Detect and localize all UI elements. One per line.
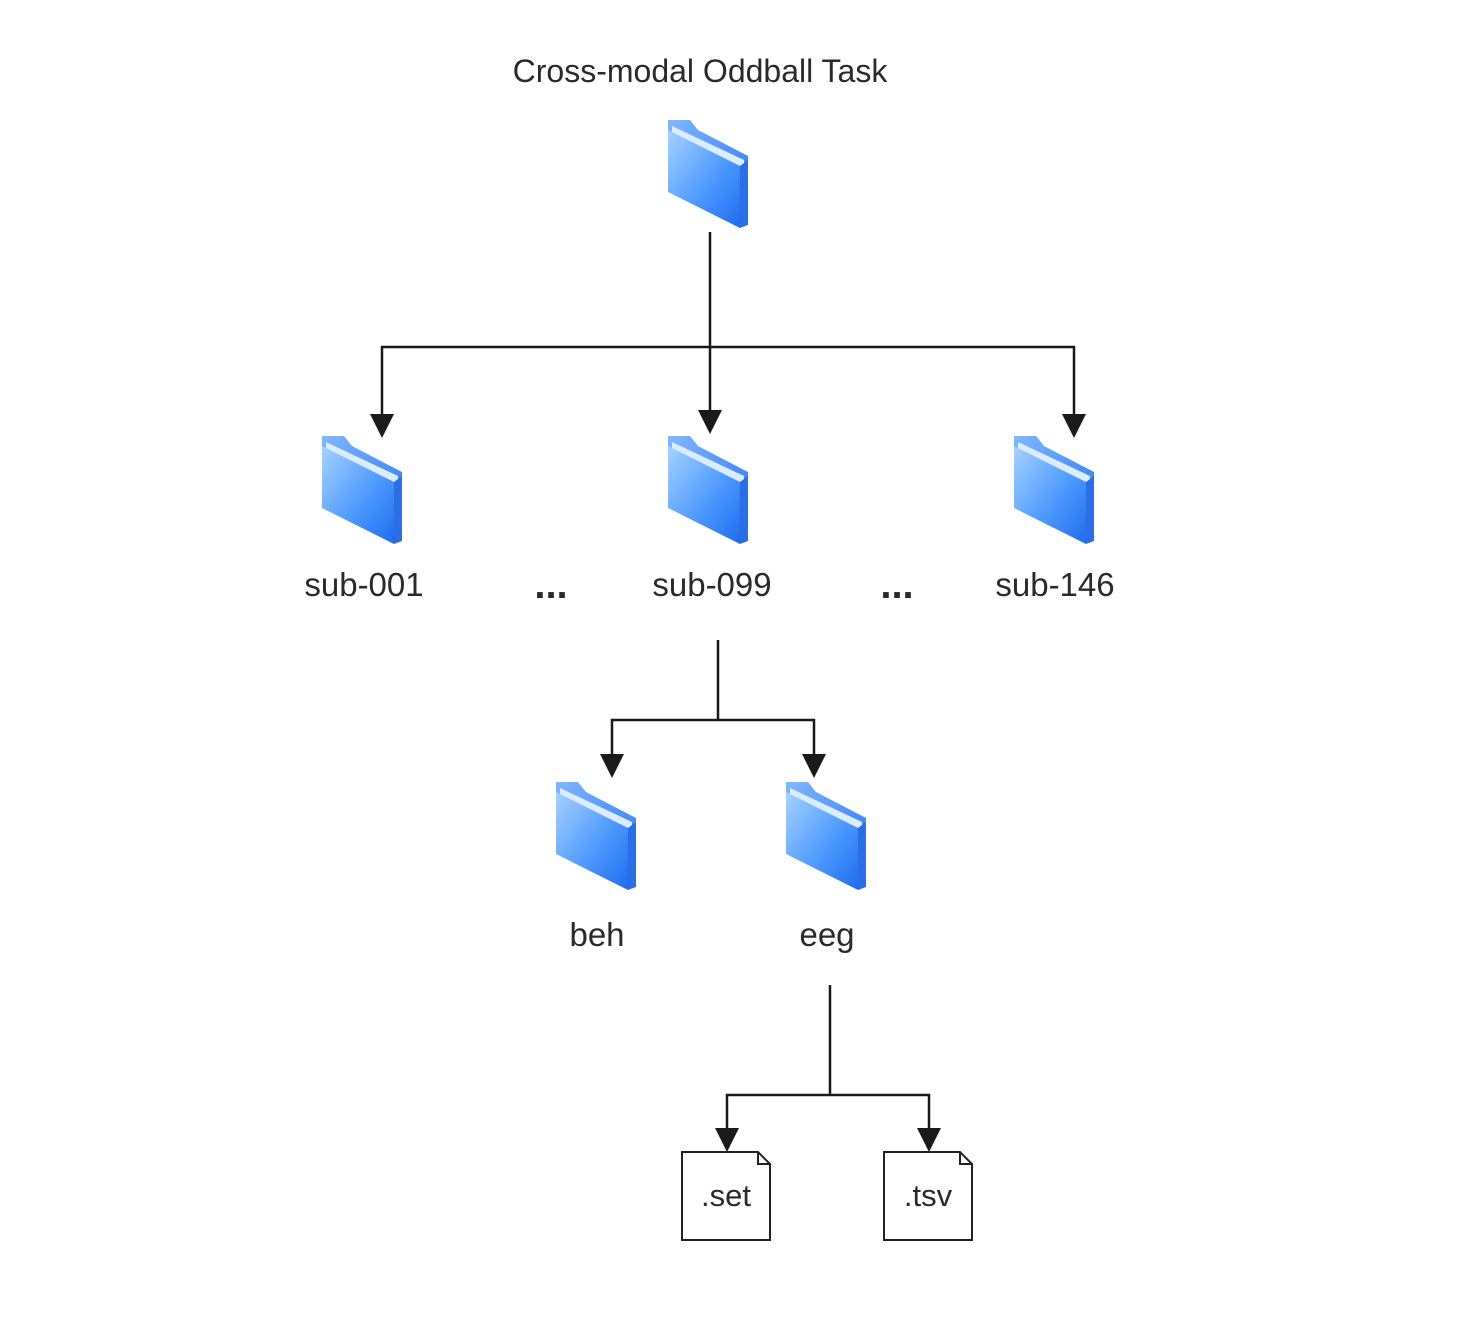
ellipsis-right: ... bbox=[880, 563, 913, 607]
eeg-folder-icon[interactable] bbox=[786, 782, 866, 890]
beh-label: beh bbox=[569, 916, 624, 953]
diagram-title: Cross-modal Oddball Task bbox=[513, 53, 889, 89]
sub-001-label: sub-001 bbox=[304, 566, 423, 603]
edges-eeg-to-files bbox=[715, 985, 941, 1152]
beh-folder-icon[interactable] bbox=[556, 782, 636, 890]
eeg-label: eeg bbox=[799, 916, 854, 953]
sub-099-label: sub-099 bbox=[652, 566, 771, 603]
tsv-file-label: .tsv bbox=[904, 1178, 953, 1213]
ellipsis-left: ... bbox=[534, 563, 567, 607]
sub-146-label: sub-146 bbox=[995, 566, 1114, 603]
set-file-label: .set bbox=[701, 1178, 751, 1213]
edges-sub-099-to-modalities bbox=[600, 640, 826, 778]
edges-root-to-subjects bbox=[370, 232, 1086, 438]
root-folder-icon[interactable] bbox=[668, 120, 748, 228]
sub-146-folder-icon[interactable] bbox=[1014, 436, 1094, 544]
sub-001-folder-icon[interactable] bbox=[322, 436, 402, 544]
sub-099-folder-icon[interactable] bbox=[668, 436, 748, 544]
